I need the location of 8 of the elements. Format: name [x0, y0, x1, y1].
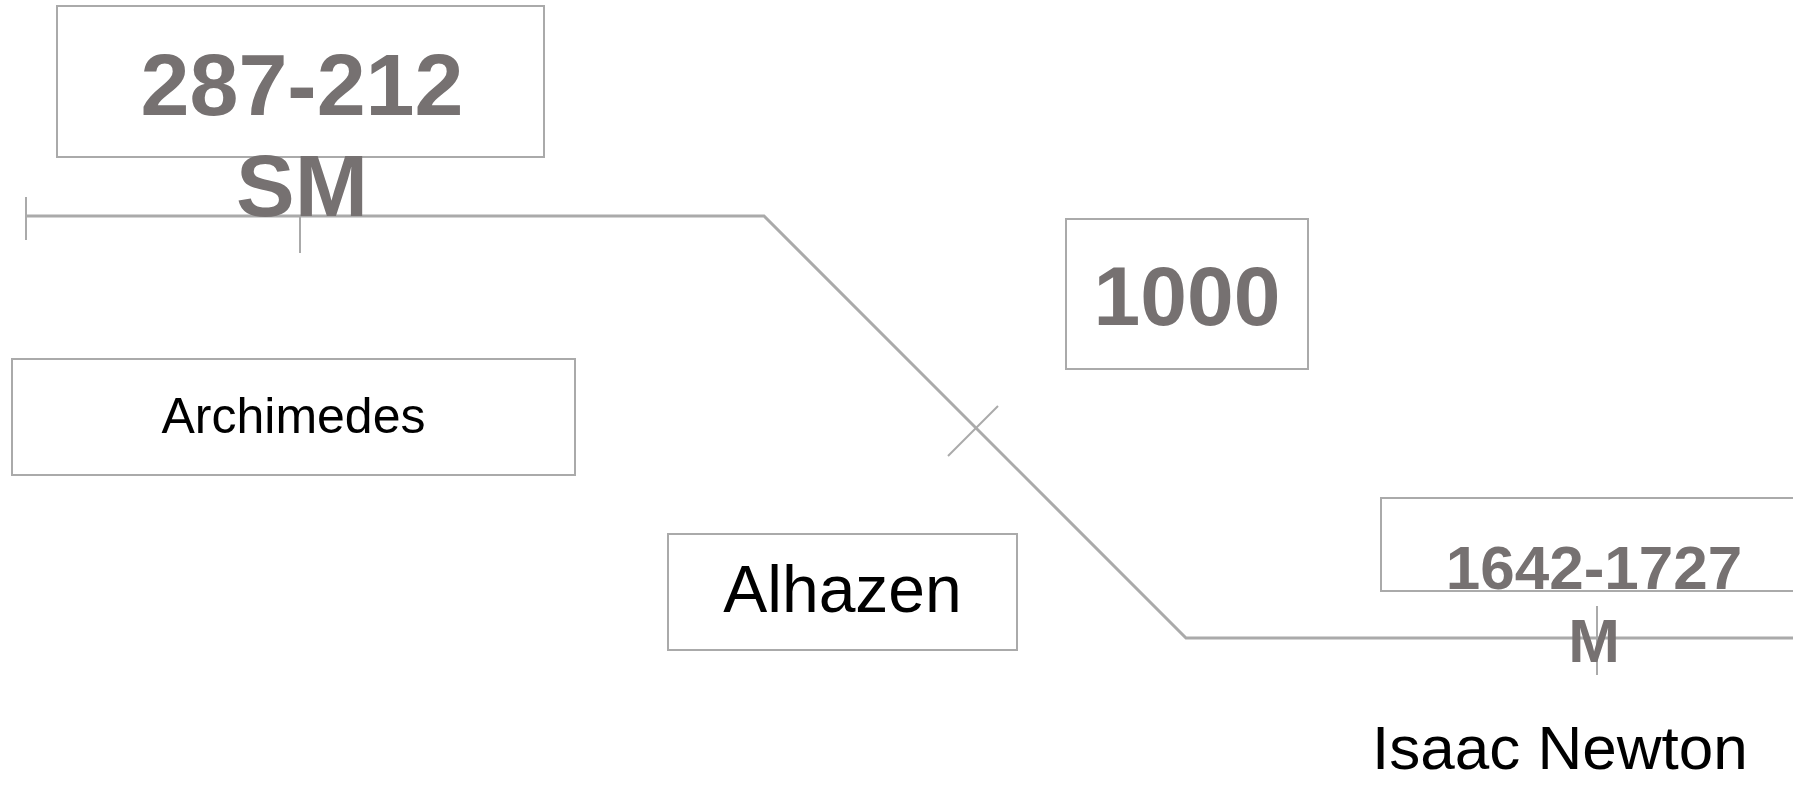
date-text: 287-212 SM: [139, 34, 465, 236]
name-box: [667, 533, 1018, 651]
name-text: Isaac Newton: [1372, 712, 1748, 784]
name-text: Archimedes: [160, 387, 427, 446]
date-text: 1000: [1092, 248, 1282, 345]
date-box: [1065, 218, 1309, 370]
name-box: [11, 358, 576, 476]
name-text: Alhazen: [722, 551, 963, 627]
